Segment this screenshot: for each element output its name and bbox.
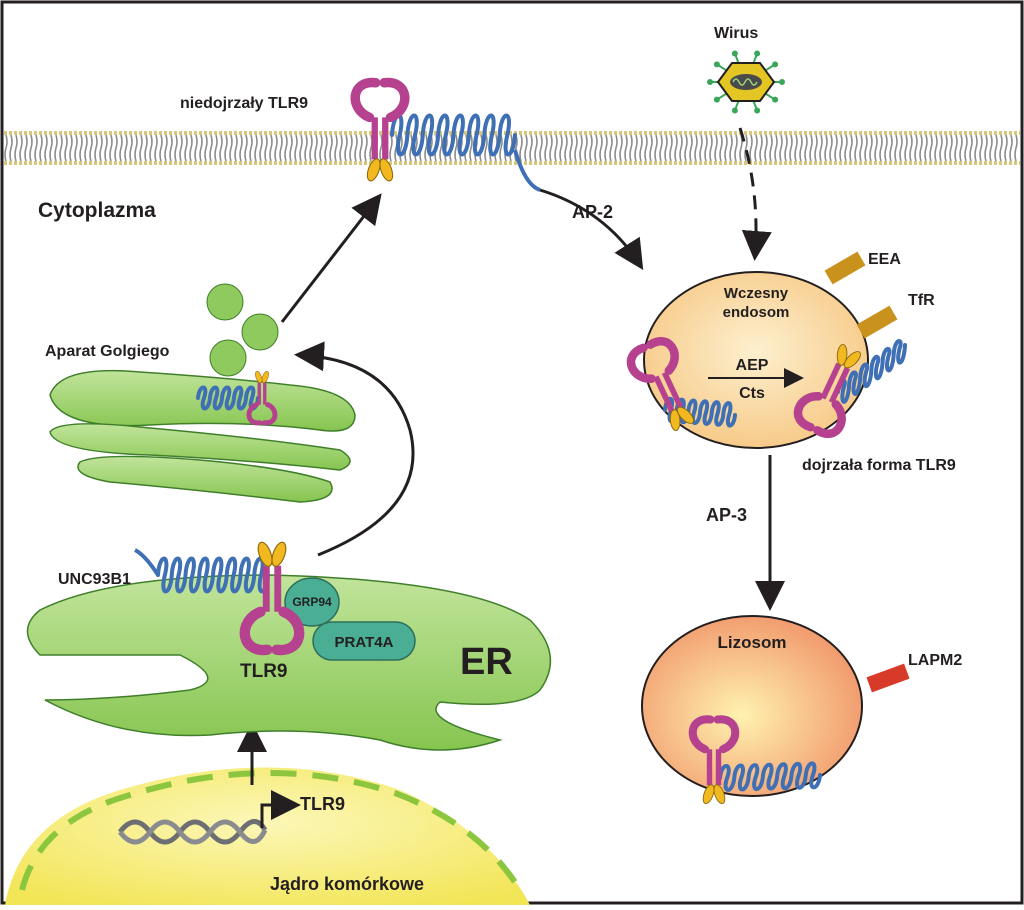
- golgi-vesicle: [206, 283, 244, 321]
- arrow-golgi-to-membrane: [280, 193, 382, 323]
- unc93b1-coil-lysosome: [718, 761, 822, 792]
- label-nucleus: Jądro komórkowe: [270, 874, 424, 894]
- unc93b1-coil-er: [156, 556, 270, 594]
- label-cts: Cts: [739, 385, 765, 402]
- label-early-endosome-1: Wczesny: [724, 285, 789, 302]
- label-golgi: Aparat Golgiego: [45, 343, 170, 360]
- label-er: ER: [460, 641, 513, 683]
- unc93b1-coil-golgi: [196, 385, 260, 411]
- label-immature-tlr9: niedojrzały TLR9: [180, 95, 308, 112]
- tlr9-endosome-uncleaved: [626, 337, 695, 432]
- label-virus: Wirus: [714, 25, 758, 42]
- tlr9-lysosome: [688, 715, 740, 805]
- dna-helix: [118, 819, 268, 845]
- plasma-membrane: [4, 130, 1020, 166]
- arrow-ap2: [539, 188, 644, 271]
- label-tlr9-er: TLR9: [240, 661, 288, 682]
- golgi-vesicle: [209, 339, 247, 377]
- label-grp94: GRP94: [292, 595, 332, 609]
- transcription-arrow: [260, 790, 301, 828]
- protein-layer: [134, 78, 907, 805]
- tlr9-er: [239, 541, 305, 655]
- tlr9-golgi: [246, 371, 278, 426]
- unc93b1-coil-endosome-right: [836, 339, 907, 404]
- label-ap2: AP-2: [572, 202, 613, 222]
- golgi-vesicle: [241, 313, 279, 351]
- tlr9-endosome-mature: [793, 343, 862, 438]
- label-mature-tlr9: dojrzała forma TLR9: [802, 457, 956, 474]
- label-lapm2: LAPM2: [908, 652, 962, 669]
- label-early-endosome-2: endosom: [723, 304, 790, 321]
- eea-marker: [824, 251, 866, 285]
- label-tlr9-gene: TLR9: [300, 794, 345, 814]
- tfr-marker: [856, 305, 898, 339]
- unc93b1-coil-membrane: [390, 113, 517, 157]
- label-tfr: TfR: [908, 292, 935, 309]
- grp94-chaperone: [284, 577, 340, 627]
- label-ap3: AP-3: [706, 505, 747, 525]
- lapm2-marker: [866, 663, 910, 693]
- label-unc93b1: UNC93B1: [58, 571, 131, 588]
- tlr9-immature: [350, 78, 410, 182]
- label-aep: AEP: [736, 357, 769, 374]
- prat4a-chaperone: [312, 621, 416, 661]
- virus-particle: [707, 50, 785, 114]
- label-lysosome: Lizosom: [718, 633, 787, 652]
- endoplasmic-reticulum: [26, 574, 552, 751]
- label-cytoplasm: Cytoplazma: [38, 199, 156, 222]
- nucleus: [5, 767, 530, 905]
- label-prat4a: PRAT4A: [335, 634, 394, 651]
- lysosome: [641, 615, 863, 797]
- label-eea: EEA: [868, 251, 901, 268]
- arrow-er-to-golgi: [294, 341, 415, 557]
